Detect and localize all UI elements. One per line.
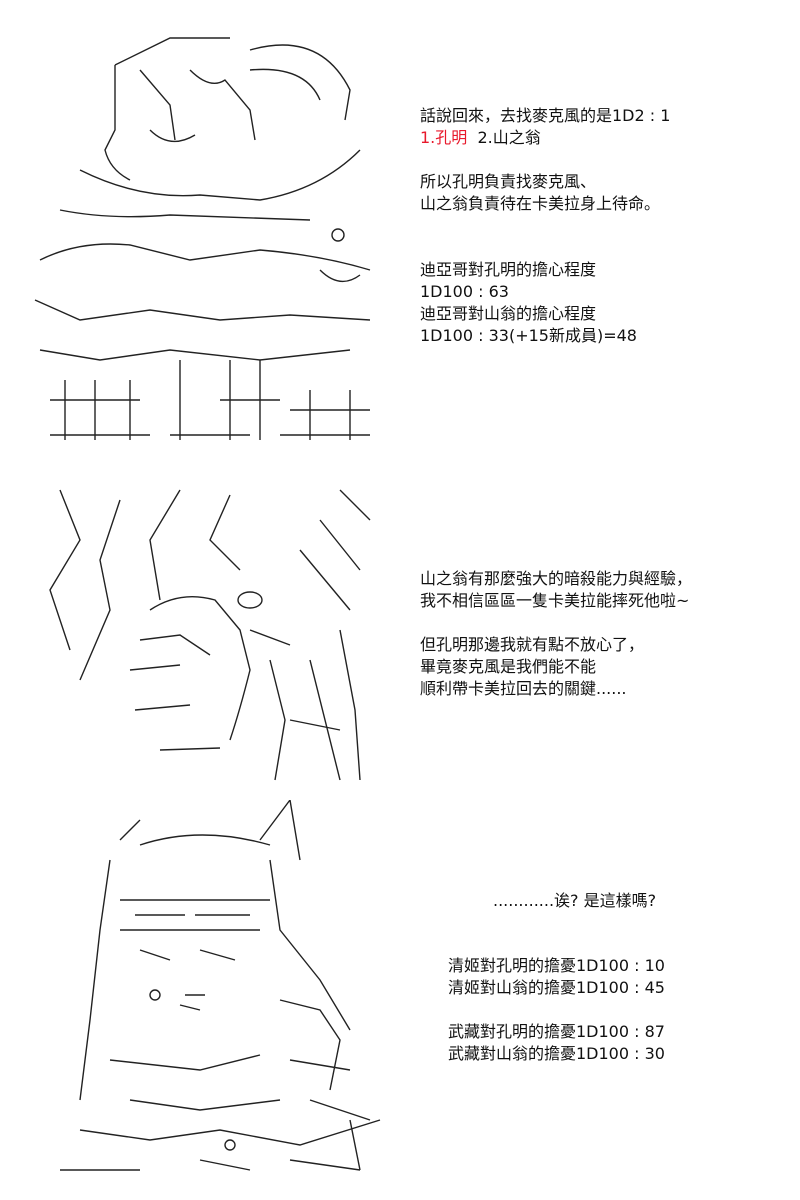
narration-line: 所以孔明負責找麥克風、: [420, 172, 597, 191]
spacer: [420, 215, 670, 237]
panel-2: 山之翁有那麼強大的暗殺能力與經驗， 我不相信區區一隻卡美拉能摔死他啦~ 但孔明那…: [0, 470, 800, 800]
dice-result: 武藏對山翁的擔憂1D100 : 30: [448, 1044, 665, 1063]
dice-result: 1D100 : 33(+15新成員)=48: [420, 326, 637, 345]
narration-line: 迪亞哥對孔明的擔心程度: [420, 260, 597, 279]
narration-block-2: 山之翁有那麼強大的暗殺能力與經驗， 我不相信區區一隻卡美拉能摔死他啦~ 但孔明那…: [420, 568, 692, 700]
narration-block-3: 清姬對孔明的擔憂1D100 : 10 清姬對山翁的擔憂1D100 : 45 武藏…: [448, 955, 665, 1065]
narration-line: 山之翁有那麼強大的暗殺能力與經驗，: [420, 569, 693, 588]
narration-block-1: 話說回來，去找麥克風的是1D2 : 1 1.孔明 2.山之翁 所以孔明負責找麥克…: [420, 105, 670, 347]
narration-line: 我不相信區區一隻卡美拉能摔死他啦~: [420, 591, 690, 610]
dice-options: 1.孔明 2.山之翁: [420, 127, 670, 149]
spacer: [420, 237, 670, 259]
spacer: [420, 612, 692, 634]
question-text: ............诶? 是這樣嗎?: [493, 890, 656, 912]
ascii-art-characters-3: [60, 800, 381, 1171]
ascii-art-character-2: [49, 489, 371, 781]
narration-line: ............诶? 是這樣嗎?: [493, 891, 657, 910]
narration-line: 順利帶卡美拉回去的關鍵......: [420, 679, 627, 698]
narration-line: 山之翁負責待在卡美拉身上待命。: [420, 194, 661, 213]
option-kongming: 1.孔明: [420, 128, 468, 147]
panel-1: 話說回來，去找麥克風的是1D2 : 1 1.孔明 2.山之翁 所以孔明負責找麥克…: [0, 0, 800, 470]
ascii-art-characters-1: [34, 37, 371, 440]
dice-result: 清姬對山翁的擔憂1D100 : 45: [448, 978, 665, 997]
dice-result: 1D100 : 63: [420, 282, 509, 301]
narration-line: 但孔明那邊我就有點不放心了，: [420, 635, 645, 654]
narration-line: 畢竟麥克風是我們能不能: [420, 657, 597, 676]
narration-line: 話說回來，去找麥克風的是1D2 : 1: [420, 106, 671, 125]
spacer: [448, 999, 665, 1021]
dice-result: 清姬對孔明的擔憂1D100 : 10: [448, 956, 665, 975]
dice-result: 武藏對孔明的擔憂1D100 : 87: [448, 1022, 665, 1041]
option-shanzhiweng: 2.山之翁: [477, 128, 541, 147]
spacer: [420, 149, 670, 171]
narration-line: 迪亞哥對山翁的擔心程度: [420, 304, 597, 323]
panel-3: ............诶? 是這樣嗎? 清姬對孔明的擔憂1D100 : 10 …: [0, 800, 800, 1200]
